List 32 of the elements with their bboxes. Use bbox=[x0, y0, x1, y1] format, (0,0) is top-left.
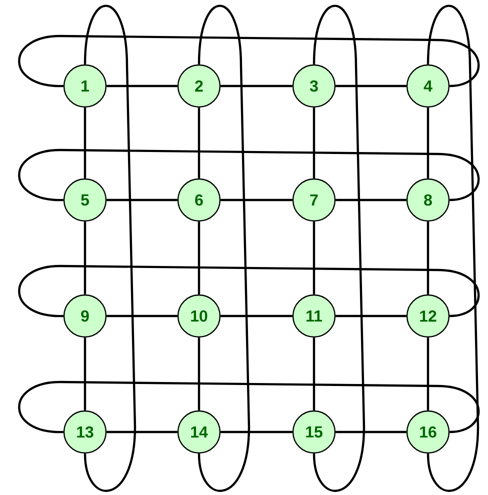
link-line bbox=[312, 5, 366, 492]
link-line bbox=[426, 338, 430, 410]
link-line bbox=[84, 338, 86, 410]
link-line bbox=[426, 222, 430, 294]
link-line bbox=[198, 5, 250, 492]
link-line bbox=[198, 338, 200, 410]
link-line bbox=[312, 108, 316, 178]
link-line bbox=[220, 430, 292, 434]
link-line bbox=[84, 5, 136, 492]
link-line bbox=[220, 198, 292, 202]
link-line bbox=[312, 338, 316, 410]
link-line bbox=[336, 198, 406, 202]
link-line bbox=[426, 108, 430, 178]
link-line bbox=[84, 108, 86, 178]
link-line bbox=[106, 198, 178, 202]
link-line bbox=[106, 314, 178, 318]
link-line bbox=[18, 264, 480, 318]
link-line bbox=[220, 84, 292, 88]
link-line bbox=[198, 222, 200, 294]
link-line bbox=[312, 222, 316, 294]
link-line bbox=[336, 84, 406, 88]
link-line bbox=[84, 222, 86, 294]
link-line bbox=[106, 430, 178, 434]
link-line bbox=[336, 314, 406, 318]
link-line bbox=[18, 148, 480, 202]
link-line bbox=[198, 108, 200, 178]
link-line bbox=[426, 5, 480, 492]
link-line bbox=[336, 430, 406, 434]
link-line bbox=[18, 380, 480, 434]
link-line bbox=[18, 34, 480, 88]
link-line bbox=[106, 84, 178, 88]
link-line bbox=[220, 314, 292, 318]
